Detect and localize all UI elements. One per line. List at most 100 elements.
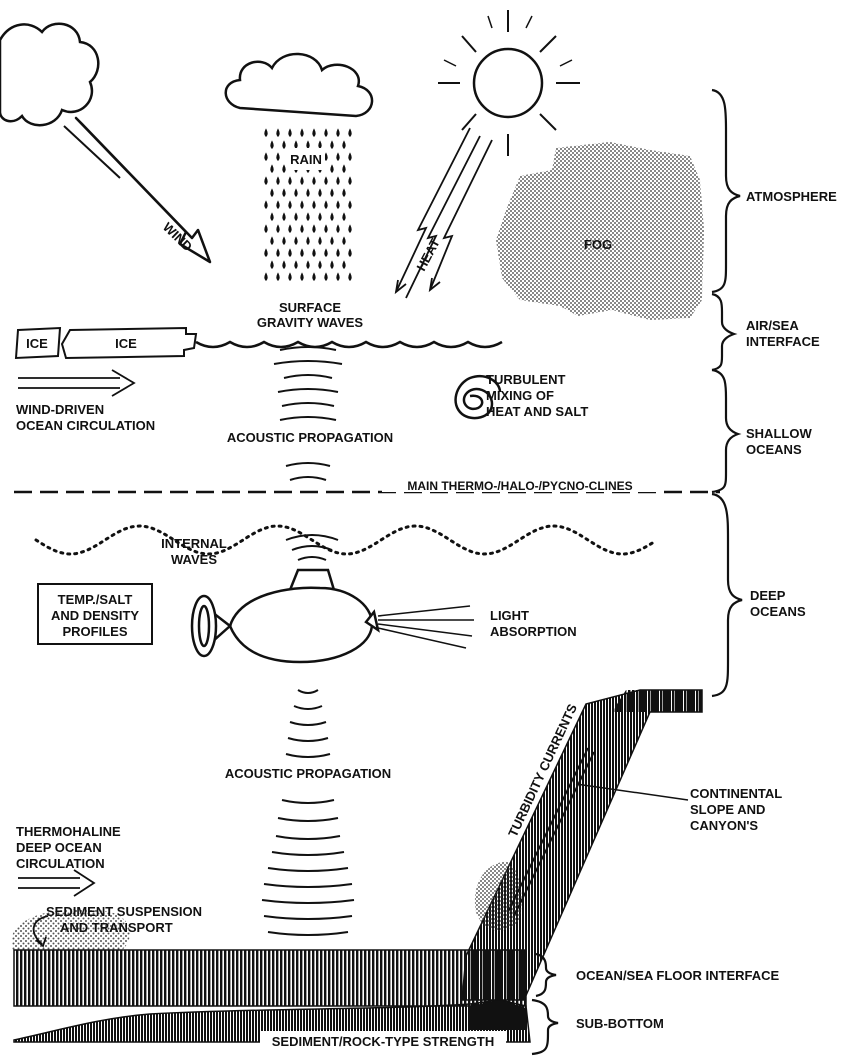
- rain-drop: [295, 142, 297, 148]
- rain-drop: [325, 178, 327, 184]
- rain-drop: [313, 250, 315, 256]
- rain-drop: [301, 202, 303, 208]
- wind-circulation-label-2: OCEAN CIRCULATION: [16, 418, 155, 433]
- rain-drop: [271, 190, 273, 196]
- acoustic-arc: [262, 900, 354, 903]
- rain-drop: [283, 214, 285, 220]
- wind-cloud: [0, 24, 98, 125]
- rain-drop: [349, 154, 351, 160]
- rain-drop: [343, 238, 345, 244]
- acoustic-arc: [278, 389, 338, 392]
- temp-salt-label-3: PROFILES: [62, 624, 127, 639]
- rain-drop: [331, 190, 333, 196]
- clines-label: MAIN THERMO-/HALO-/PYCNO-CLINES: [407, 479, 632, 493]
- rain-drop: [313, 130, 315, 136]
- turbidity-cloud: [475, 862, 522, 931]
- sediment-label-1: SEDIMENT SUSPENSION: [46, 904, 202, 919]
- rain-drop: [319, 190, 321, 196]
- rain-drop: [295, 214, 297, 220]
- rain-drop: [313, 226, 315, 232]
- rain-drop: [295, 262, 297, 268]
- fog-area: [496, 142, 704, 320]
- turbulent-label-2: MIXING OF: [486, 388, 554, 403]
- rain-drop: [307, 142, 309, 148]
- slope-label-3: CANYON'S: [690, 818, 758, 833]
- rain-drop: [313, 202, 315, 208]
- rain-drop: [325, 226, 327, 232]
- fog-label: FOG: [584, 237, 612, 252]
- thermohaline-label-1: THERMOHALINE: [16, 824, 121, 839]
- rain-drop: [277, 154, 279, 160]
- rain-drop: [265, 250, 267, 256]
- rain-drop: [265, 154, 267, 160]
- acoustic-arc: [274, 361, 342, 364]
- rain-drop: [349, 274, 351, 280]
- acoustic-arc: [282, 800, 334, 803]
- light-label-1: LIGHT: [490, 608, 529, 623]
- rain-drop: [271, 214, 273, 220]
- rain-label: RAIN: [290, 152, 322, 167]
- rain-drop: [283, 166, 285, 172]
- rock-strength-label: SEDIMENT/ROCK-TYPE STRENGTH: [272, 1034, 494, 1049]
- rain-drop: [337, 226, 339, 232]
- acoustic-arc: [280, 417, 336, 420]
- zone-air-sea-2: INTERFACE: [746, 334, 820, 349]
- rain-drop: [295, 190, 297, 196]
- light-label-2: ABSORPTION: [490, 624, 577, 639]
- rain-drop: [277, 178, 279, 184]
- slope-top-ledge: [612, 690, 704, 712]
- acoustic-arc: [268, 868, 348, 871]
- rain-drop: [301, 274, 303, 280]
- rain-drop: [301, 250, 303, 256]
- zone-deep-1: DEEP: [750, 588, 786, 603]
- temp-salt-label-2: AND DENSITY: [51, 608, 139, 623]
- rain-drop: [349, 178, 351, 184]
- seafloor-band: [14, 950, 526, 1006]
- zone-sub-bottom: SUB-BOTTOM: [576, 1016, 664, 1031]
- rain-drop: [319, 142, 321, 148]
- rain-drop: [349, 202, 351, 208]
- rain-drop: [313, 178, 315, 184]
- rain-drop: [319, 262, 321, 268]
- rain-drop: [283, 142, 285, 148]
- rain-drop: [277, 250, 279, 256]
- rain-drop: [325, 250, 327, 256]
- acoustic-arc: [290, 477, 326, 480]
- acoustic-arcs-lower: [262, 690, 354, 935]
- rain-drop: [337, 130, 339, 136]
- turbulent-label-1: TURBULENT: [486, 372, 565, 387]
- rain-drop: [301, 178, 303, 184]
- acoustic-lower-label: ACOUSTIC PROPAGATION: [225, 766, 391, 781]
- slope-label-1: CONTINENTAL: [690, 786, 782, 801]
- acoustic-arc: [276, 836, 340, 839]
- submarine-icon: [192, 570, 378, 662]
- rain-drop: [307, 238, 309, 244]
- rain-drop: [271, 142, 273, 148]
- internal-waves-label-1: INTERNAL: [161, 536, 227, 551]
- sea-surface-line: [196, 342, 502, 347]
- zone-atmosphere: ATMOSPHERE: [746, 189, 837, 204]
- acoustic-arc: [278, 818, 338, 821]
- rain-drop: [331, 142, 333, 148]
- acoustic-upper-label: ACOUSTIC PROPAGATION: [227, 430, 393, 445]
- acoustic-arc: [298, 690, 318, 693]
- acoustic-arcs-upper: [274, 347, 342, 480]
- ice-large-label: ICE: [115, 336, 137, 351]
- rain-drop: [265, 274, 267, 280]
- turbulent-label-3: HEAT AND SALT: [486, 404, 588, 419]
- acoustic-arc: [286, 463, 330, 466]
- rain-drop: [277, 274, 279, 280]
- zone-floor: OCEAN/SEA FLOOR INTERFACE: [576, 968, 780, 983]
- wind-circulation-arrow: [18, 370, 134, 396]
- rain-drop: [343, 262, 345, 268]
- acoustic-arc: [288, 738, 328, 741]
- zone-deep-2: OCEANS: [750, 604, 806, 619]
- sediment-label-2: AND TRANSPORT: [60, 920, 173, 935]
- rain-drop: [325, 202, 327, 208]
- acoustic-arc: [264, 884, 352, 887]
- rain-drop: [289, 202, 291, 208]
- rain-drop: [343, 142, 345, 148]
- rain-drop: [265, 130, 267, 136]
- rain-drop: [307, 214, 309, 220]
